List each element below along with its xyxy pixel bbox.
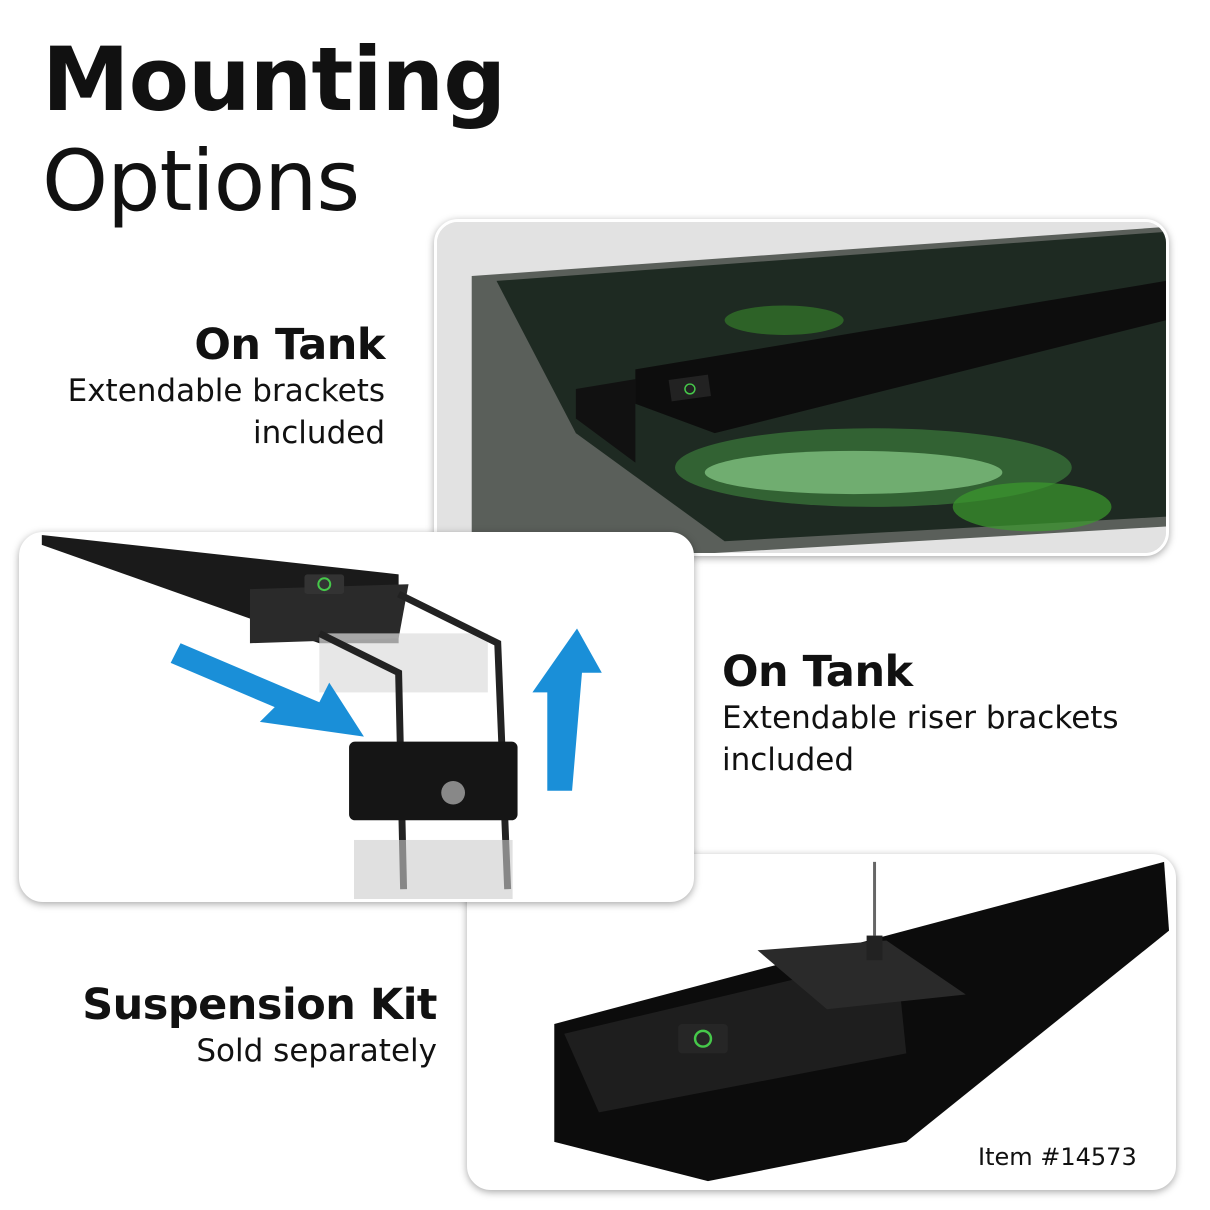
on-tank-sub2: included	[253, 415, 385, 451]
suspension-heading: Suspension Kit	[82, 980, 437, 1030]
on-tank-photo	[434, 219, 1169, 556]
riser-sub1: Extendable riser brackets	[722, 700, 1119, 736]
riser-heading: On Tank	[722, 647, 913, 697]
item-number: Item #14573	[978, 1143, 1137, 1171]
suspension-sub1: Sold separately	[196, 1033, 437, 1069]
riser-sub2: included	[722, 742, 854, 778]
on-tank-caption: On Tank Extendable brackets included	[67, 320, 386, 454]
suspension-kit-photo	[467, 854, 1176, 1190]
suspension-caption: Suspension Kit Sold separately	[82, 980, 437, 1072]
on-tank-heading: On Tank	[194, 320, 385, 370]
riser-bracket-photo	[19, 532, 694, 902]
title-options: Options	[42, 132, 360, 230]
on-tank-sub1: Extendable brackets	[67, 373, 385, 409]
title-mounting: Mounting	[42, 28, 506, 131]
riser-caption: On Tank Extendable riser brackets includ…	[722, 647, 1119, 781]
